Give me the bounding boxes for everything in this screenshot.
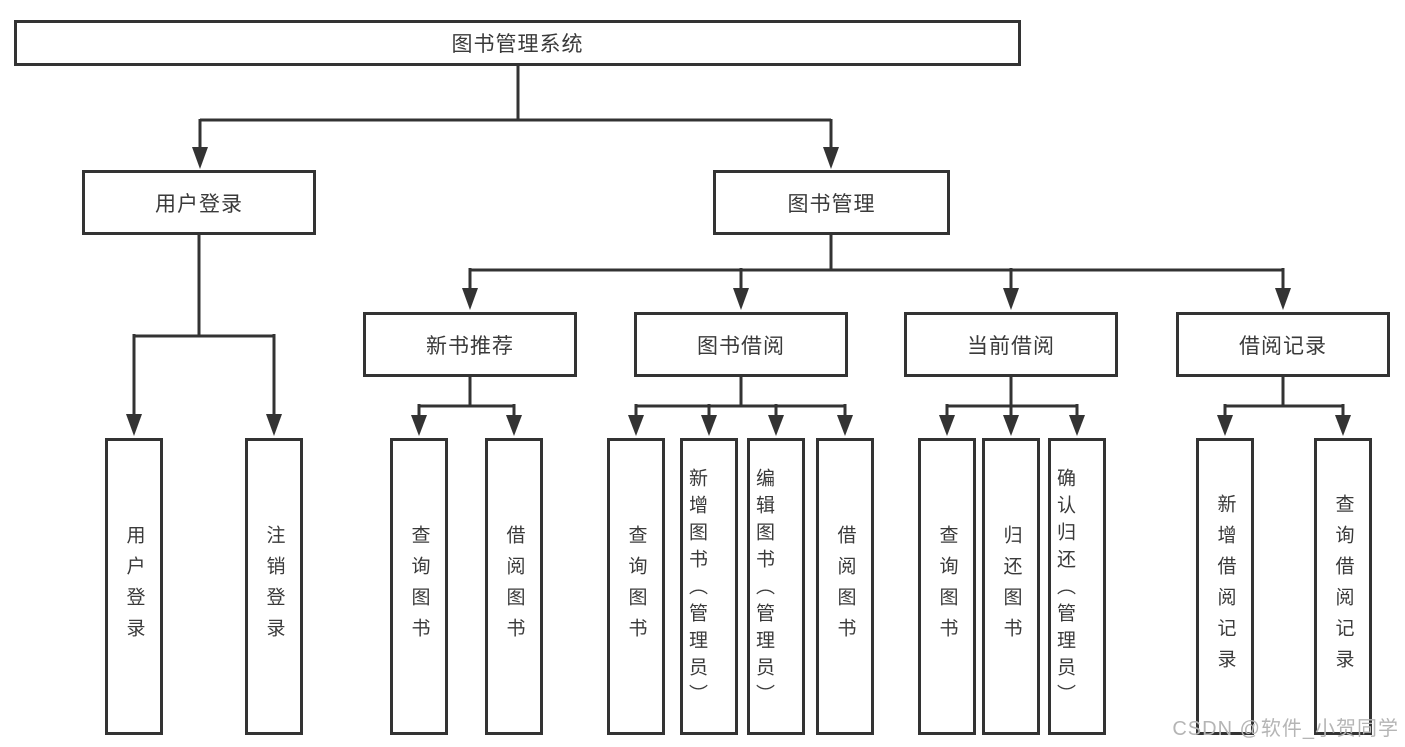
node-current-borrow-label: 当前借阅: [967, 334, 1055, 358]
node-root-system: 图书管理系统: [14, 20, 1021, 66]
leaf-record-query: 查询借阅记录: [1314, 438, 1372, 735]
leaf-current-return: 归还图书: [982, 438, 1040, 735]
node-book-mgmt: 图书管理: [713, 170, 950, 235]
leaf-borrow-add-admin-label: 新增图书（管理员）: [686, 468, 707, 711]
leaf-user-login-label: 用户登录: [123, 524, 145, 649]
leaf-current-query: 查询图书: [918, 438, 976, 735]
node-book-mgmt-label: 图书管理: [787, 192, 876, 216]
leaf-newbook-query-label: 查询图书: [408, 524, 430, 649]
node-borrow-record: 借阅记录: [1176, 312, 1390, 377]
leaf-record-add: 新增借阅记录: [1196, 438, 1254, 735]
node-new-book-recommend-label: 新书推荐: [426, 334, 514, 358]
node-user-login-label: 用户登录: [155, 192, 243, 216]
connector-root-to-level2: [192, 66, 839, 169]
node-new-book-recommend: 新书推荐: [363, 312, 577, 377]
leaf-record-add-label: 新增借阅记录: [1214, 493, 1236, 680]
leaf-current-query-label: 查询图书: [936, 524, 958, 649]
leaf-current-confirm-admin: 确认归还（管理员）: [1048, 438, 1106, 735]
leaf-borrow-query: 查询图书: [607, 438, 665, 735]
leaf-borrow-query-label: 查询图书: [625, 524, 647, 649]
connector-new-book-to-leaves: [411, 377, 522, 436]
leaf-borrow-add-admin: 新增图书（管理员）: [680, 438, 738, 735]
node-current-borrow: 当前借阅: [904, 312, 1118, 377]
leaf-user-login: 用户登录: [105, 438, 163, 735]
node-user-login: 用户登录: [82, 170, 316, 235]
connector-borrow-record-to-leaves: [1217, 377, 1351, 436]
connector-book-mgmt-to-level3: [462, 235, 1291, 310]
node-book-borrow: 图书借阅: [634, 312, 848, 377]
connector-current-borrow-to-leaves: [939, 377, 1085, 436]
leaf-current-return-label: 归还图书: [1000, 524, 1022, 649]
leaf-logout: 注销登录: [245, 438, 303, 735]
csdn-watermark: CSDN @软件_小贺同学: [1172, 718, 1399, 740]
leaf-current-confirm-admin-label: 确认归还（管理员）: [1054, 468, 1075, 711]
node-book-borrow-label: 图书借阅: [697, 334, 785, 358]
leaf-logout-label: 注销登录: [263, 524, 285, 649]
connector-user-login-to-leaves: [126, 235, 282, 436]
leaf-borrow-edit-admin: 编辑图书（管理员）: [747, 438, 805, 735]
leaf-newbook-query: 查询图书: [390, 438, 448, 735]
leaf-borrow-edit-admin-label: 编辑图书（管理员）: [753, 468, 774, 711]
leaf-borrow-book: 借阅图书: [816, 438, 874, 735]
connector-book-borrow-to-leaves: [628, 377, 853, 436]
leaf-newbook-borrow: 借阅图书: [485, 438, 543, 735]
leaf-borrow-book-label: 借阅图书: [834, 524, 856, 649]
node-borrow-record-label: 借阅记录: [1239, 334, 1327, 358]
node-root-label: 图书管理系统: [451, 33, 584, 56]
leaf-record-query-label: 查询借阅记录: [1332, 493, 1354, 680]
leaf-newbook-borrow-label: 借阅图书: [503, 524, 525, 649]
